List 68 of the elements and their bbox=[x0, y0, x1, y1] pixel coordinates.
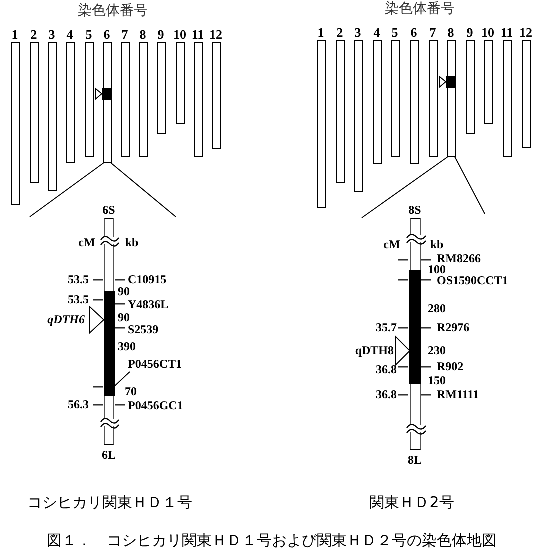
map-position: 36.8 bbox=[376, 362, 397, 378]
chromosome-arm-label: 8L bbox=[408, 454, 422, 466]
chromosome-number: 8 bbox=[448, 26, 454, 39]
chromosome-number: 3 bbox=[354, 26, 362, 39]
interval-length: 390 bbox=[118, 340, 136, 354]
chromosome-number: 11 bbox=[192, 28, 204, 41]
unit-label: cM bbox=[78, 236, 96, 250]
variety-name: コシヒカリ関東ＨＤ１号 bbox=[28, 494, 192, 512]
axis-title: 染色体番号 bbox=[385, 0, 455, 18]
unit-label: kb bbox=[430, 238, 444, 252]
marker-name: P0456CT1 bbox=[128, 357, 182, 372]
marker-name: Y4836L bbox=[128, 298, 169, 312]
marker-name: C10915 bbox=[128, 272, 167, 288]
chromosome-number: 1 bbox=[318, 26, 324, 39]
chromosome-number: 12 bbox=[520, 26, 532, 39]
marker-name: RM1111 bbox=[437, 388, 480, 402]
chromosome-number: 3 bbox=[48, 28, 56, 41]
chromosome-arm-label: 6L bbox=[102, 449, 116, 461]
map-position: 53.5 bbox=[68, 272, 89, 288]
axis-title: 染色体番号 bbox=[78, 2, 148, 20]
map-position: 36.8 bbox=[376, 388, 397, 402]
interval-length: 150 bbox=[428, 374, 446, 388]
chromosome-number: 9 bbox=[466, 26, 474, 39]
marker-name: OS1590CCT1 bbox=[437, 274, 508, 288]
map-position: 35.7 bbox=[376, 320, 397, 336]
chromosome-number: 7 bbox=[122, 28, 128, 41]
marker-name: P0456GC1 bbox=[128, 398, 184, 414]
chromosome-number: 6 bbox=[410, 26, 418, 39]
marker-name: R2976 bbox=[437, 320, 470, 336]
chromosome-number: 10 bbox=[174, 28, 186, 41]
unit-label: cM bbox=[384, 238, 400, 252]
expansion-line bbox=[110, 162, 176, 218]
chromosome-number: 11 bbox=[500, 26, 514, 39]
interval-length: 70 bbox=[125, 384, 137, 400]
qtl-name: qDTH6 bbox=[48, 312, 85, 328]
interval-length: 230 bbox=[428, 344, 446, 358]
chromosome-number: 7 bbox=[430, 26, 436, 39]
chromosome-number: 2 bbox=[30, 28, 38, 41]
unit-label: kb bbox=[125, 236, 139, 250]
chromosome-number: 4 bbox=[66, 28, 74, 41]
chromosome-number: 5 bbox=[392, 26, 398, 39]
map-position: 56.3 bbox=[68, 398, 89, 412]
marker-name: RM8266 bbox=[437, 252, 481, 266]
expansion-line bbox=[454, 156, 486, 214]
chromosome-number: 6 bbox=[104, 28, 110, 41]
figure-caption: 図１． コシヒカリ関東ＨＤ１号および関東ＨＤ２号の染色体地図 bbox=[47, 532, 497, 548]
chromosome-number: 10 bbox=[482, 26, 494, 39]
chromosome-arm-label: 6S bbox=[102, 204, 116, 216]
interval-length: 100 bbox=[428, 262, 446, 276]
chromosome-number: 2 bbox=[336, 26, 344, 39]
chromosome-number: 9 bbox=[158, 28, 164, 41]
chromosome-number: 5 bbox=[86, 28, 92, 41]
chromosome-number: 1 bbox=[12, 28, 18, 41]
expansion-line bbox=[362, 156, 448, 218]
variety-name: 関東ＨＤ2号 bbox=[370, 494, 454, 512]
qtl-name: qDTH8 bbox=[355, 344, 394, 358]
chromosome-number: 8 bbox=[140, 28, 146, 41]
interval-length: 90 bbox=[118, 284, 130, 300]
chromosome-number: 12 bbox=[210, 28, 222, 41]
chromosome-number: 4 bbox=[374, 26, 380, 39]
interval-length: 280 bbox=[428, 302, 446, 316]
interval-length: 90 bbox=[118, 310, 130, 326]
expansion-line bbox=[30, 162, 104, 218]
marker-name: S2539 bbox=[128, 322, 159, 338]
marker-name: R902 bbox=[437, 360, 464, 374]
leader-line bbox=[114, 372, 130, 388]
chromosome-arm-label: 8S bbox=[408, 204, 422, 216]
map-position: 53.5 bbox=[68, 292, 89, 308]
